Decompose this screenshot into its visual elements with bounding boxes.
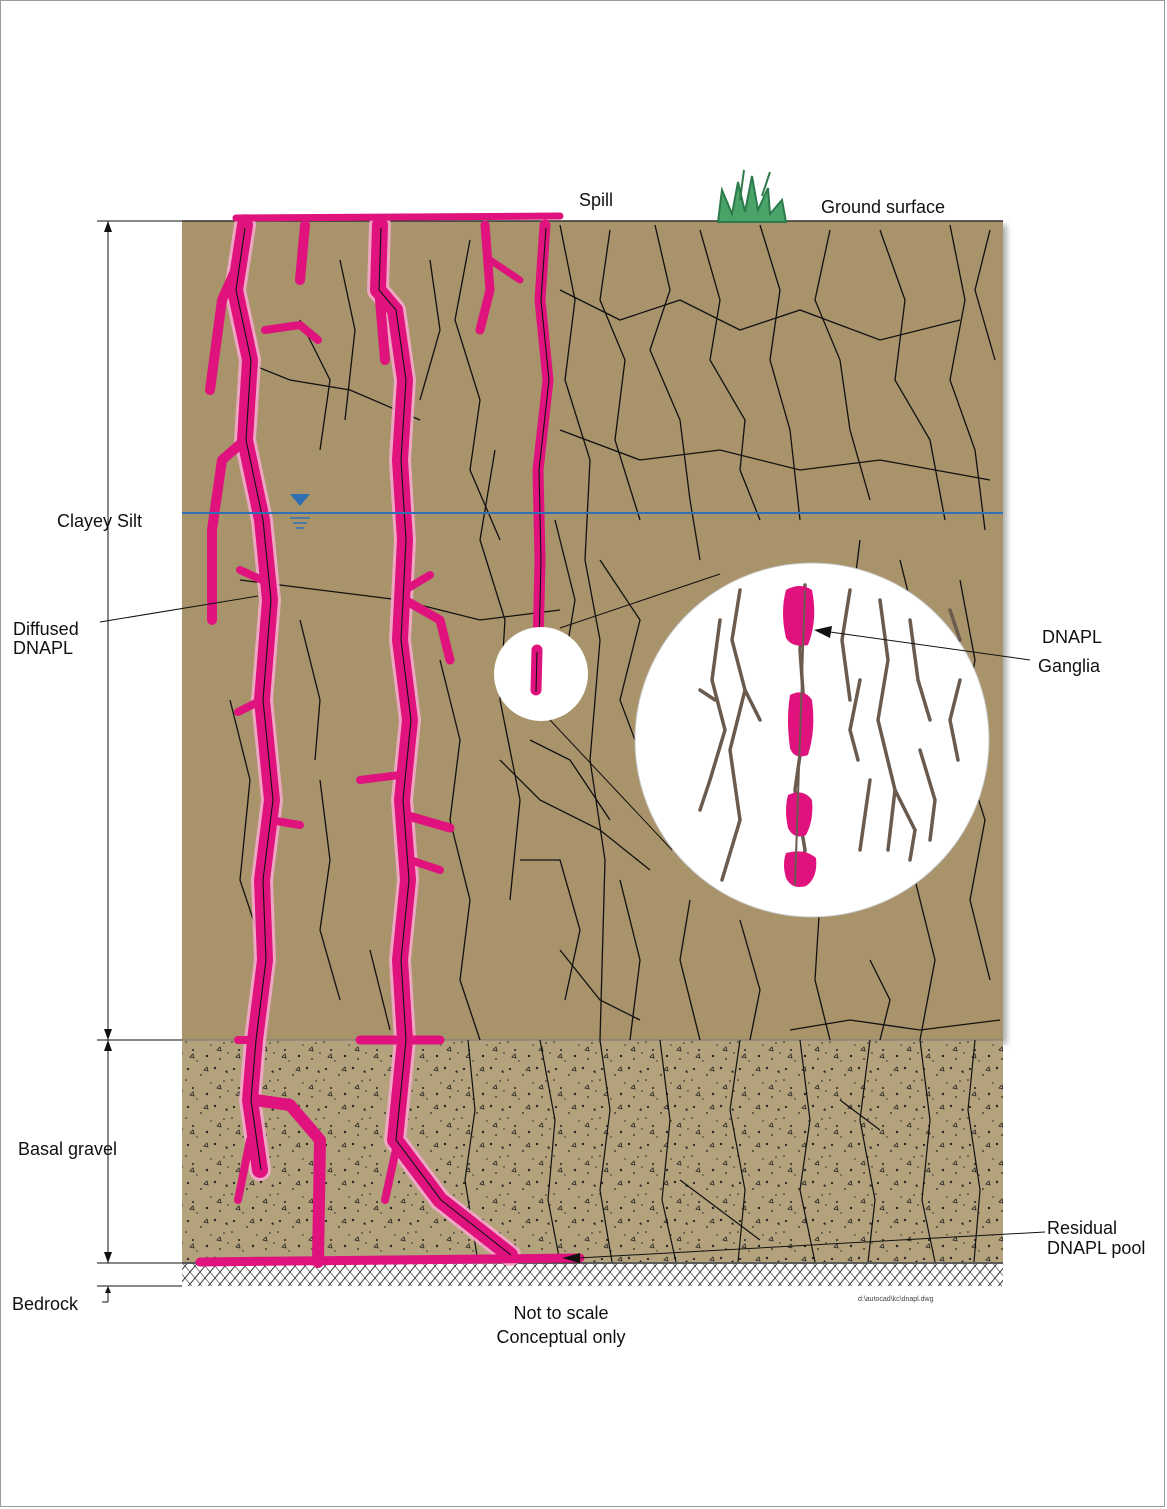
ganglion-1 xyxy=(783,586,814,646)
basal-gravel-label: Basal gravel xyxy=(18,1139,117,1160)
clayey-silt-label: Clayey Silt xyxy=(57,511,142,532)
bedrock-label: Bedrock xyxy=(12,1294,78,1315)
spill-label: Spill xyxy=(579,190,613,211)
ganglia-label: Ganglia xyxy=(1038,656,1100,677)
grass-tuft-icon xyxy=(718,170,786,222)
bedrock-layer xyxy=(182,1264,1003,1286)
residual-label-line1: Residual xyxy=(1047,1218,1117,1239)
basal-gravel-layer xyxy=(182,1040,1003,1262)
spill-pool xyxy=(236,216,560,218)
ground-surface-label: Ground surface xyxy=(821,197,945,218)
file-path-label: d:\autocad\kc\dnapl.dwg xyxy=(858,1296,934,1303)
residual-label-line2: DNAPL pool xyxy=(1047,1238,1145,1259)
diffused-label-line1: Diffused xyxy=(13,619,79,640)
not-to-scale-label: Not to scale xyxy=(450,1303,672,1324)
diffused-label-line2: DNAPL xyxy=(13,638,73,659)
dnapl-label: DNAPL xyxy=(1042,627,1102,648)
conceptual-only-label: Conceptual only xyxy=(450,1327,672,1348)
